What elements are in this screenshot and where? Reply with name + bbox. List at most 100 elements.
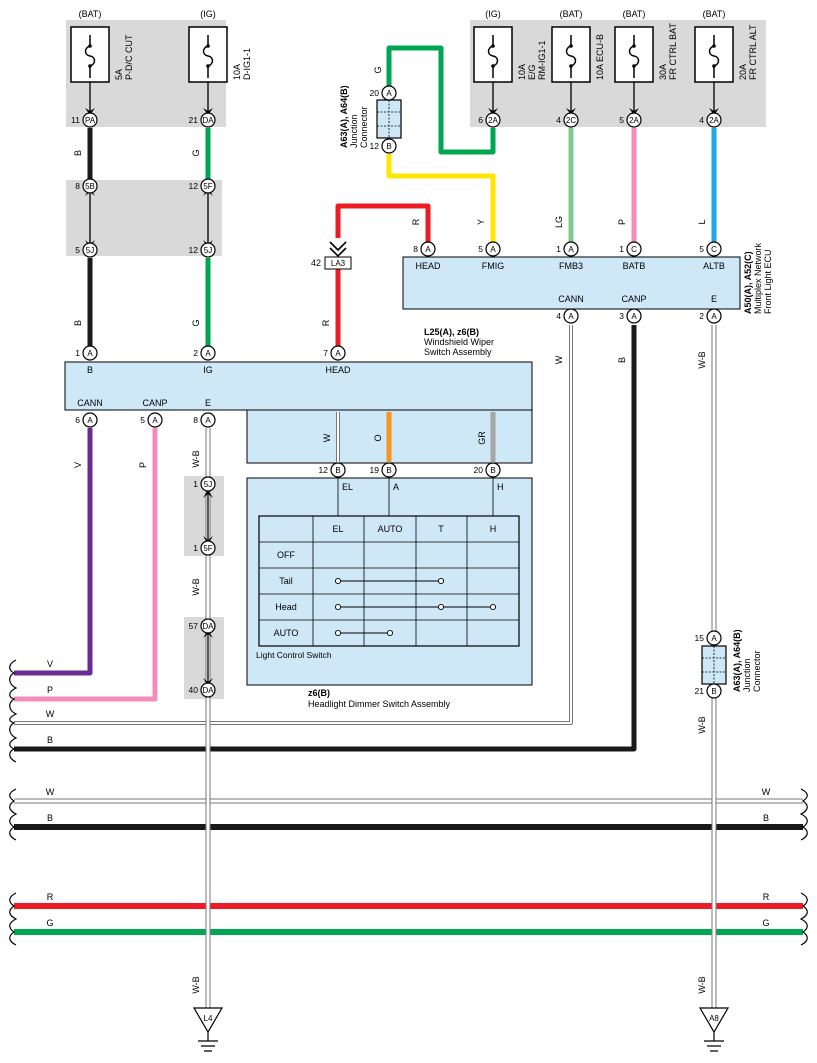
pin-code: 5J (204, 480, 212, 489)
pin-code: 2A (629, 116, 639, 125)
pin-code: A (87, 416, 93, 425)
dimmer-terminal-a: A (393, 482, 399, 492)
wire-label-v-h: V (47, 659, 53, 669)
wiper-terminal-head: HEAD (325, 365, 351, 375)
ground-left: L4 (192, 1007, 224, 1052)
wire-g-junction (386, 45, 496, 155)
ecu-terminal-cann: CANN (558, 294, 584, 304)
pin-code: B (490, 466, 495, 475)
pin-j1_5f: 5F1 (193, 540, 216, 556)
fuse-rating-d-ig: 10A (232, 64, 242, 80)
wire-label-p-h: P (47, 685, 53, 695)
light-control-switch-label: Light Control Switch (256, 650, 332, 660)
pin-number: 12 (370, 141, 380, 151)
fuse-rating-eg: 10A (517, 64, 527, 80)
fuse-name-pd-cut: P-D/C CUT (124, 34, 134, 80)
wiper-terminal-cann: CANN (77, 398, 103, 408)
ground-right-label: A8 (709, 1014, 719, 1023)
front-light-ecu-terminals: HEAD FMIG FMB3 BATB ALTB CANN CANP E (415, 261, 724, 304)
splice-la3: LA3 42 (311, 241, 352, 270)
fuse-name-fr-ctrl-bat: FR CTRL BAT (668, 22, 678, 80)
pin-number: 1 (556, 244, 561, 254)
pin-ws2a: A2 (193, 345, 216, 361)
pin-number: 6 (478, 115, 483, 125)
fuse-name-d-ig: D-IG1-1 (242, 48, 252, 80)
wire-label-w-bus-l: W (46, 787, 55, 797)
pin-code: 5F (203, 544, 212, 553)
wire-label-g-2: G (191, 319, 201, 326)
pin-j1_5j: 5J1 (193, 476, 216, 492)
ecu-terminal-fmb3: FMB3 (559, 261, 583, 271)
pin-code: A (568, 245, 574, 254)
table-continuity-auto (334, 629, 394, 637)
wire-label-g-1: G (191, 149, 201, 156)
pin-number: 11 (71, 115, 80, 125)
pin-number: 21 (189, 115, 199, 125)
wire-label-b-canp: B (617, 357, 627, 363)
wire-label-b-bus-r: B (763, 813, 769, 823)
wire-r-head-top (335, 203, 431, 242)
wiper-switch-name2: Switch Assembly (424, 347, 492, 357)
fuse-fr-ctrl-bat (614, 26, 654, 83)
pin-jc12: B12 (370, 138, 397, 154)
pin-code: 2C (566, 116, 576, 125)
pin-code: DA (202, 686, 214, 695)
pin-number: 4 (556, 115, 561, 125)
wire-label-r-bus-r: R (763, 892, 770, 902)
pin-number: 2 (699, 311, 704, 321)
dimmer-terminal-h: H (497, 482, 504, 492)
pin-code: A (568, 312, 574, 321)
table-header-el: EL (332, 524, 343, 534)
pin-code: A (152, 416, 158, 425)
pin-ecu4a: A4 (556, 308, 579, 324)
wire-label-g-bus-r: G (762, 918, 769, 928)
pin-code: A (335, 349, 341, 358)
dimmer-switch-id: z6(B) (308, 688, 330, 698)
pin-number: 57 (189, 621, 199, 631)
pin-jc20: A20 (370, 85, 397, 101)
wire-label-b-1: B (73, 150, 83, 156)
pin-ws5a: A5 (140, 412, 163, 428)
wire-label-v: V (73, 462, 83, 468)
pin-code: 5J (86, 246, 94, 255)
front-light-ecu-id: A50(A), A52(C) (743, 251, 753, 314)
pin-b5b8: 5B8 (75, 178, 98, 194)
junction-connector-name1-top: Junction (349, 114, 359, 148)
ecu-terminal-canp: CANP (621, 294, 646, 304)
pin-number: 12 (189, 181, 199, 191)
pin-number: 21 (695, 686, 705, 696)
ecu-terminal-batb: BATB (623, 261, 646, 271)
pin-jc21: B21 (695, 683, 722, 699)
pin-number: 3 (619, 311, 624, 321)
pin-number: 2 (193, 348, 198, 358)
junction-connector-name2-right: Connector (752, 650, 762, 692)
fuse-name-eg: E/G (527, 64, 537, 80)
wire-label-g-bus-l: G (46, 918, 53, 928)
wire-label-b-h: B (47, 735, 53, 745)
table-header-h: H (490, 524, 497, 534)
fuse-pd-cut (70, 26, 110, 83)
fuse-ecu-b (551, 26, 591, 83)
pin-ecu3a: A3 (619, 308, 642, 324)
pin-ecu2a: A2 (699, 308, 722, 324)
pin-number: 8 (413, 244, 418, 254)
pin-number: 40 (189, 685, 199, 695)
dimmer-switch-name: Headlight Dimmer Switch Assembly (308, 699, 451, 709)
pin-ecu1a: A1 (556, 241, 579, 257)
wiper-terminal-e: E (205, 398, 211, 408)
wiper-terminal-b: B (87, 365, 93, 375)
wire-label-wb-2: W-B (191, 578, 201, 595)
pin-number: 5 (140, 415, 145, 425)
pin-ws8a: A8 (193, 412, 216, 428)
pin-number: 4 (556, 311, 561, 321)
wiper-terminal-canp: CANP (142, 398, 167, 408)
pin-ig2a6: 2A6 (478, 112, 501, 128)
pin-ecu5c: C5 (699, 241, 722, 257)
pin-code: C (631, 245, 637, 254)
fuse-rating-fr-ctrl-bat: 30A (658, 64, 668, 80)
fuse-d-ig (188, 26, 228, 83)
pin-jc15: A15 (695, 630, 722, 646)
pin-number: 12 (319, 465, 329, 475)
